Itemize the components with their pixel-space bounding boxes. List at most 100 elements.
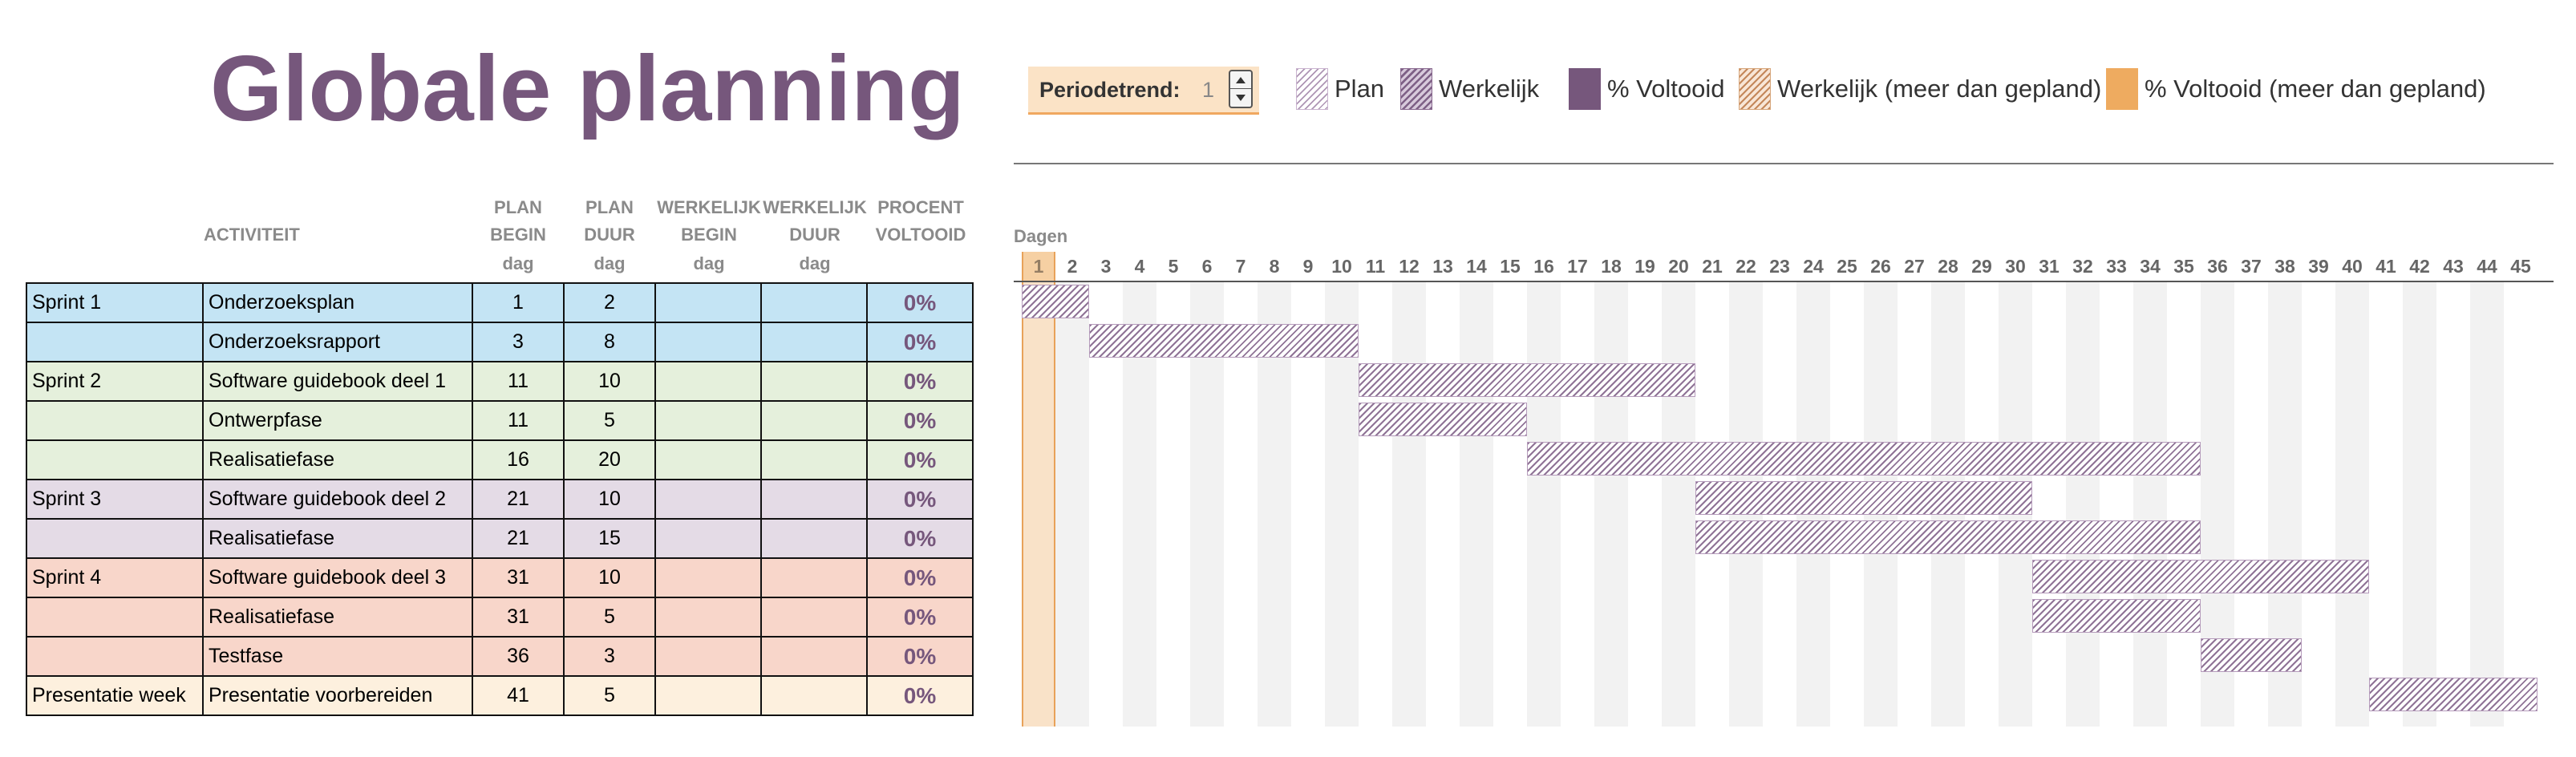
plan-duration-cell[interactable]: 8	[563, 322, 656, 362]
task-activity-cell[interactable]: Realisatiefase	[202, 597, 473, 638]
legend-actual: Werkelijk	[1400, 67, 1539, 111]
task-group-cell[interactable]: Presentatie week	[26, 675, 204, 716]
task-group-cell[interactable]	[26, 439, 204, 480]
plan-begin-cell[interactable]: 41	[472, 675, 565, 716]
percent-complete-cell[interactable]: 0%	[866, 479, 974, 520]
task-activity-cell[interactable]: Testfase	[202, 636, 473, 677]
day-column	[1493, 282, 1527, 727]
actual-begin-cell[interactable]	[654, 518, 762, 559]
task-activity-cell[interactable]: Onderzoeksplan	[202, 282, 473, 323]
plan-begin-cell[interactable]: 11	[472, 361, 565, 402]
actual-begin-cell[interactable]	[654, 675, 762, 716]
percent-complete-cell[interactable]: 0%	[866, 439, 974, 480]
actual-duration-cell[interactable]	[760, 518, 868, 559]
plan-duration-cell[interactable]: 2	[563, 282, 656, 323]
plan-duration-cell[interactable]: 5	[563, 597, 656, 638]
plan-begin-cell[interactable]: 3	[472, 322, 565, 362]
task-group-cell[interactable]: Sprint 4	[26, 557, 204, 598]
done-swatch-icon	[1569, 68, 1601, 110]
actual-begin-cell[interactable]	[654, 557, 762, 598]
plan-begin-cell[interactable]: 16	[472, 439, 565, 480]
day-column	[2335, 282, 2369, 727]
actual-begin-cell[interactable]	[654, 636, 762, 677]
task-group-cell[interactable]	[26, 597, 204, 638]
task-group-cell[interactable]	[26, 636, 204, 677]
task-activity-cell[interactable]: Onderzoeksrapport	[202, 322, 473, 362]
plan-bar	[2032, 560, 2369, 593]
unit-label: dag	[693, 253, 725, 273]
plan-duration-cell[interactable]: 10	[563, 361, 656, 402]
plan-duration-cell[interactable]: 15	[563, 518, 656, 559]
day-header: 5	[1168, 256, 1179, 277]
percent-complete-cell[interactable]: 0%	[866, 557, 974, 598]
actual-swatch-icon	[1400, 68, 1432, 110]
task-activity-cell[interactable]: Software guidebook deel 2	[202, 479, 473, 520]
plan-begin-cell[interactable]: 11	[472, 400, 565, 441]
day-header: 34	[2140, 256, 2161, 277]
actual-begin-cell[interactable]	[654, 479, 762, 520]
day-header: 2	[1067, 256, 1078, 277]
period-value[interactable]: 1	[1201, 78, 1214, 102]
actual-duration-cell[interactable]	[760, 675, 868, 716]
task-group-cell[interactable]: Sprint 1	[26, 282, 204, 323]
percent-complete-cell[interactable]: 0%	[866, 597, 974, 638]
percent-complete-cell[interactable]: 0%	[866, 282, 974, 323]
percent-complete-cell[interactable]: 0%	[866, 361, 974, 402]
task-group-cell[interactable]: Sprint 3	[26, 479, 204, 520]
actual-duration-cell[interactable]	[760, 400, 868, 441]
actual-duration-cell[interactable]	[760, 282, 868, 323]
col-plan-begin-line1: PLAN	[494, 197, 542, 217]
plan-duration-cell[interactable]: 10	[563, 557, 656, 598]
plan-duration-cell[interactable]: 20	[563, 439, 656, 480]
task-group-cell[interactable]	[26, 400, 204, 441]
day-header: 17	[1567, 256, 1588, 277]
plan-duration-cell[interactable]: 5	[563, 675, 656, 716]
plan-begin-cell[interactable]: 1	[472, 282, 565, 323]
day-header: 15	[1500, 256, 1521, 277]
plan-bar	[2201, 638, 2302, 672]
task-activity-cell[interactable]: Presentatie voorbereiden	[202, 675, 473, 716]
actual-begin-cell[interactable]	[654, 282, 762, 323]
actual-begin-cell[interactable]	[654, 597, 762, 638]
plan-begin-cell[interactable]: 21	[472, 518, 565, 559]
plan-begin-cell[interactable]: 21	[472, 479, 565, 520]
actual-duration-cell[interactable]	[760, 636, 868, 677]
actual-duration-cell[interactable]	[760, 597, 868, 638]
task-activity-cell[interactable]: Ontwerpfase	[202, 400, 473, 441]
task-group-cell[interactable]: Sprint 2	[26, 361, 204, 402]
percent-complete-cell[interactable]: 0%	[866, 518, 974, 559]
actual-duration-cell[interactable]	[760, 557, 868, 598]
percent-complete-cell[interactable]: 0%	[866, 636, 974, 677]
task-activity-cell[interactable]: Software guidebook deel 1	[202, 361, 473, 402]
task-group-cell[interactable]	[26, 322, 204, 362]
actual-begin-cell[interactable]	[654, 361, 762, 402]
plan-bar	[2032, 599, 2201, 633]
task-activity-cell[interactable]: Realisatiefase	[202, 439, 473, 480]
spin-up-button[interactable]	[1230, 71, 1251, 89]
actual-duration-cell[interactable]	[760, 322, 868, 362]
task-group-cell[interactable]	[26, 518, 204, 559]
day-header: 44	[2477, 256, 2497, 277]
spin-down-button[interactable]	[1230, 89, 1251, 106]
actual-duration-cell[interactable]	[760, 361, 868, 402]
col-actual-begin-line2: BEGIN	[681, 225, 737, 245]
actual-duration-cell[interactable]	[760, 439, 868, 480]
plan-duration-cell[interactable]: 5	[563, 400, 656, 441]
percent-complete-cell[interactable]: 0%	[866, 675, 974, 716]
actual-duration-cell[interactable]	[760, 479, 868, 520]
actual-begin-cell[interactable]	[654, 322, 762, 362]
actual-begin-cell[interactable]	[654, 439, 762, 480]
plan-begin-cell[interactable]: 31	[472, 597, 565, 638]
percent-complete-cell[interactable]: 0%	[866, 400, 974, 441]
plan-begin-cell[interactable]: 36	[472, 636, 565, 677]
plan-begin-cell[interactable]: 31	[472, 557, 565, 598]
actual-begin-cell[interactable]	[654, 400, 762, 441]
plan-duration-cell[interactable]: 3	[563, 636, 656, 677]
task-activity-cell[interactable]: Realisatiefase	[202, 518, 473, 559]
percent-complete-cell[interactable]: 0%	[866, 322, 974, 362]
day-column	[1460, 282, 1493, 727]
task-activity-cell[interactable]: Software guidebook deel 3	[202, 557, 473, 598]
plan-duration-cell[interactable]: 10	[563, 479, 656, 520]
